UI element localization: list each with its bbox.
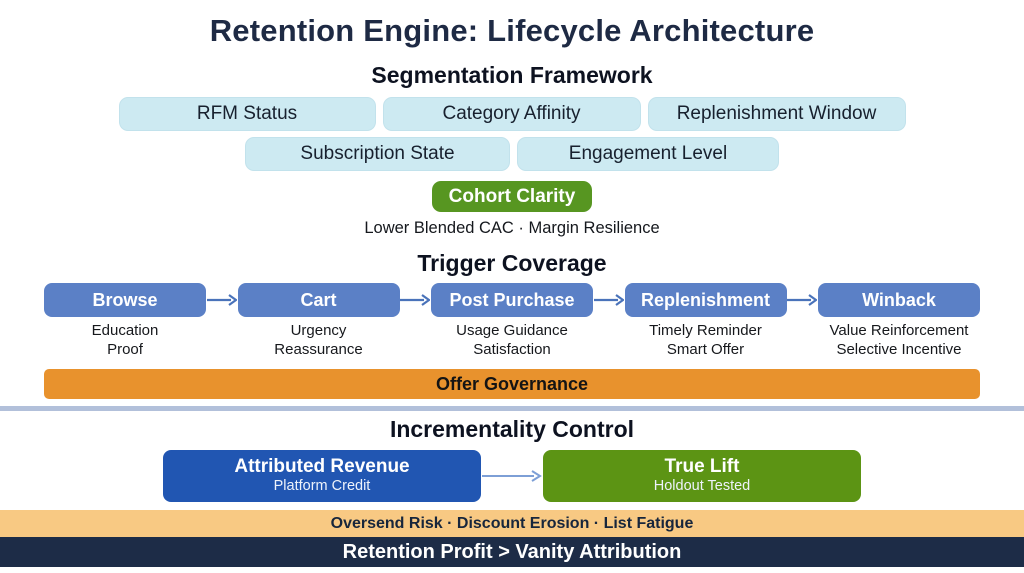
cohort-clarity-badge: Cohort Clarity [431,181,593,212]
segment-pill-category-affinity: Category Affinity [382,97,641,131]
stage-notes-winback: Value Reinforcement Selective Incentive [830,321,969,359]
stage-note: Selective Incentive [836,341,962,359]
stage-box-cart: Cart [237,283,400,317]
segment-pill-subscription-state: Subscription State [245,137,510,171]
incrementality-row: Attributed Revenue Platform Credit True … [163,450,861,503]
stage-post-purchase: Post Purchase Usage Guidance Satisfactio… [431,283,593,359]
stage-note: Proof [107,341,143,359]
page-title: Retention Engine: Lifecycle Architecture [209,13,815,48]
stage-note: Usage Guidance [456,322,568,339]
attributed-revenue-title: Attributed Revenue [234,456,410,478]
segmentation-pill-row-1: RFM Status Category Affinity Replenishme… [118,97,906,131]
trigger-heading: Trigger Coverage [417,250,607,276]
true-lift-subtitle: Holdout Tested [653,478,751,495]
stage-note: Value Reinforcement [829,322,969,339]
segment-pill-replenishment-window: Replenishment Window [647,97,906,131]
attributed-revenue-subtitle: Platform Credit [273,478,371,495]
stage-box-browse: Browse [44,283,206,317]
stage-note: Reassurance [274,341,363,359]
stage-notes-replenishment: Timely Reminder Smart Offer [649,321,762,359]
stage-box-winback: Winback [818,283,980,317]
segment-pill-engagement-level: Engagement Level [517,137,779,171]
stage-winback: Winback Value Reinforcement Selective In… [818,283,980,359]
segmentation-heading: Segmentation Framework [371,62,653,88]
stage-box-replenishment: Replenishment [624,283,787,317]
true-lift-box: True Lift Holdout Tested [543,450,861,503]
stage-box-post-purchase: Post Purchase [431,283,593,317]
stage-notes-post-purchase: Usage Guidance Satisfaction [456,321,568,359]
segmentation-caption: Lower Blended CAC · Margin Resilience [364,219,660,237]
stage-note: Urgency [290,322,347,339]
trigger-stage-row: Browse Education Proof Cart Urgency Reas… [0,283,1024,359]
incrementality-heading: Incrementality Control [389,416,635,443]
offer-governance-bar: Offer Governance [44,369,980,400]
segmentation-pill-row-2: Subscription State Engagement Level [245,137,779,171]
arrow-right-icon [400,283,432,359]
segment-pill-rfm-status: RFM Status [118,97,376,131]
arrow-right-icon [787,283,819,359]
stage-note: Smart Offer [666,341,745,359]
stage-note: Satisfaction [473,341,551,359]
attributed-revenue-box: Attributed Revenue Platform Credit [163,450,481,503]
section-divider [0,406,1024,412]
arrow-right-icon [481,469,543,483]
stage-cart: Cart Urgency Reassurance [237,283,400,359]
true-lift-title: True Lift [664,456,740,478]
principle-band: Retention Profit > Vanity Attribution [0,537,1024,568]
stage-note: Education [91,322,159,339]
stage-browse: Browse Education Proof [44,283,206,359]
stage-notes-cart: Urgency Reassurance [274,321,362,359]
stage-replenishment: Replenishment Timely Reminder Smart Offe… [624,283,787,359]
risk-band: Oversend Risk · Discount Erosion · List … [0,510,1024,538]
arrow-right-icon [593,283,625,359]
stage-notes-browse: Education Proof [92,321,159,359]
stage-note: Timely Reminder [649,322,762,339]
arrow-right-icon [206,283,238,359]
